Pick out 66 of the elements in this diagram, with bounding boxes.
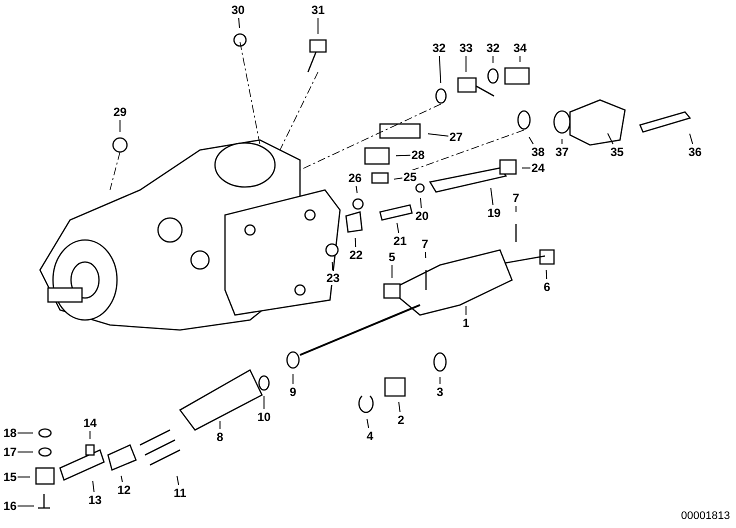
- callout-number: 33: [459, 41, 473, 55]
- leader-line: [354, 238, 356, 248]
- leader-line: [120, 475, 123, 482]
- callout-number: 27: [449, 130, 463, 144]
- leader-line: [356, 186, 358, 194]
- callout-number: 24: [531, 161, 545, 175]
- leader-line: [17, 476, 30, 478]
- callout-number: 7: [422, 237, 428, 251]
- leader-line: [424, 252, 426, 258]
- leader-line: [238, 18, 240, 29]
- leader-line: [546, 270, 548, 280]
- callout-number: 15: [3, 470, 17, 484]
- callout-number: 25: [403, 170, 417, 184]
- leader-line: [689, 133, 694, 144]
- callout-number: 32: [486, 41, 500, 55]
- leader-line: [438, 56, 442, 84]
- leader-line: [490, 187, 494, 206]
- leader-line: [393, 178, 403, 180]
- callout-number: 6: [544, 280, 550, 294]
- leader-line: [528, 136, 534, 144]
- callout-number: 8: [216, 430, 224, 444]
- callout-number: 16: [3, 499, 17, 513]
- callout-number: 31: [311, 3, 325, 17]
- callout-number: 23: [326, 271, 340, 285]
- leader-line: [176, 475, 180, 486]
- callout-number: 11: [174, 486, 186, 500]
- callout-number: 30: [231, 3, 245, 17]
- callout-number: 1: [462, 316, 470, 330]
- callout-number: 10: [257, 410, 271, 424]
- leader-line: [492, 56, 494, 64]
- leader-line: [396, 222, 400, 234]
- callout-number: 29: [113, 105, 127, 119]
- leader-line: [366, 418, 370, 428]
- leader-line: [292, 374, 294, 384]
- callout-number: 2: [398, 413, 404, 427]
- callout-number: 3: [436, 385, 444, 399]
- callout-number: 35: [610, 145, 624, 159]
- callout-number: 19: [487, 206, 501, 220]
- leader-line: [427, 133, 449, 137]
- callout-number: 34: [513, 41, 527, 55]
- leader-line: [398, 401, 400, 412]
- reference-number: 00001813: [681, 510, 730, 522]
- callout-number: 37: [555, 145, 569, 159]
- callout-number: 22: [349, 248, 363, 262]
- callout-number: 26: [348, 171, 362, 185]
- callout-number: 13: [88, 493, 102, 507]
- leader-line: [396, 154, 411, 156]
- callout-number: 17: [3, 445, 17, 459]
- leader-line: [92, 480, 95, 492]
- callout-number: 18: [3, 426, 17, 440]
- callout-number: 21: [393, 234, 407, 248]
- callout-number: 9: [290, 385, 296, 399]
- callout-number: 28: [411, 148, 425, 162]
- callout-number: 36: [688, 145, 702, 159]
- callout-number: 12: [117, 483, 131, 497]
- callout-number: 5: [388, 250, 396, 264]
- callout-number: 14: [83, 416, 97, 430]
- callout-number: 4: [366, 429, 374, 443]
- callout-number: 7: [512, 191, 520, 205]
- callout-number: 32: [432, 41, 446, 55]
- leader-line: [420, 197, 422, 208]
- callout-number: 20: [415, 209, 429, 223]
- leader-line: [332, 262, 334, 270]
- callout-number: 38: [531, 145, 545, 159]
- leader-line: [607, 132, 614, 144]
- leader-line: [17, 432, 34, 434]
